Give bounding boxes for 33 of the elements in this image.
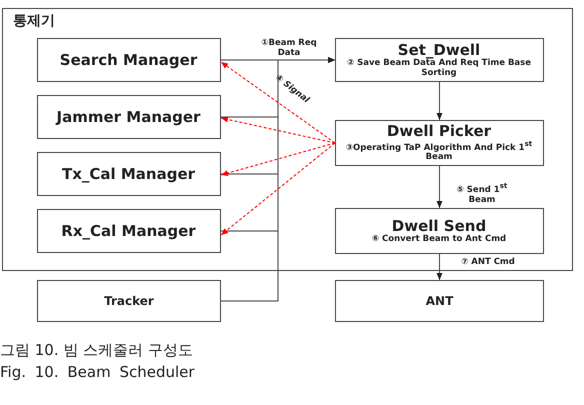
box-title: ANT <box>426 294 454 308</box>
figure-caption: 그림 10. 빔 스케줄러 구성도 <box>0 340 193 360</box>
box-title: Search Manager <box>60 52 198 68</box>
arrow <box>436 82 442 120</box>
signal-arrow <box>220 62 336 144</box>
process-box <box>334 208 544 254</box>
box-description: ③Operating TaP Algorithm And Pick 1$^{st}$ Beam <box>344 138 534 162</box>
figure-caption: Fig. 10. Beam Scheduler <box>0 362 195 382</box>
process-box <box>334 38 544 82</box>
process-box <box>36 38 220 82</box>
signal-arrow <box>220 142 336 236</box>
process-box <box>334 120 544 166</box>
signal-arrow <box>220 116 336 144</box>
box-title: Tx_Cal Manager <box>62 166 196 182</box>
arrow <box>220 57 336 302</box>
process-box <box>36 208 220 252</box>
box-title: Tracker <box>104 294 154 308</box>
box-title: Dwell Picker <box>386 122 492 139</box>
box-title: Jammer Manager <box>56 108 200 124</box>
box-description: ② Save Beam Data And Req Time Base Sorting <box>346 58 532 78</box>
process-box <box>36 94 220 138</box>
process-box <box>37 280 221 322</box>
process-box <box>36 152 220 196</box>
box-title: Set_Dwell <box>398 42 480 58</box>
process-box <box>335 280 544 322</box>
group-frame <box>2 8 573 271</box>
box-description: ⑥ Convert Beam to Ant Cmd <box>370 234 508 244</box>
group-title: 통제기 <box>13 12 55 30</box>
signal-arrow <box>220 142 336 176</box>
arrow <box>436 166 442 208</box>
arrow <box>436 254 442 280</box>
box-title: Dwell Send <box>392 218 486 234</box>
box-title: Rx_Cal Manager <box>61 222 196 238</box>
